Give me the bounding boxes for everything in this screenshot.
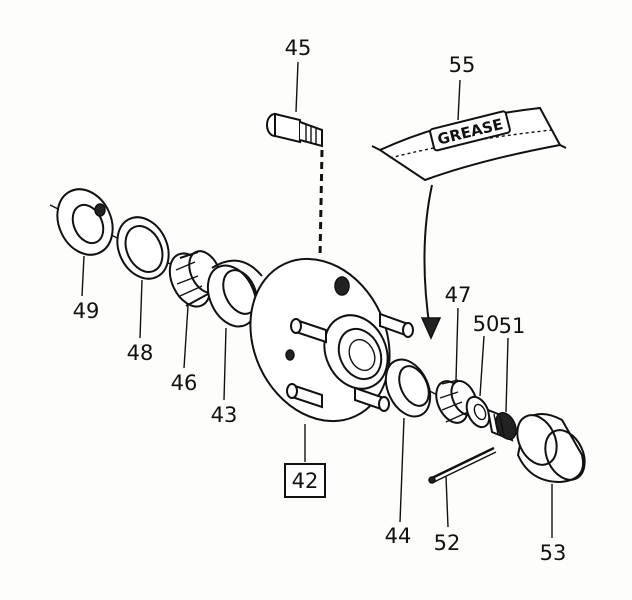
label-50: 50 xyxy=(473,312,500,336)
label-44: 44 xyxy=(385,524,412,548)
part-42-hub xyxy=(249,257,414,423)
part-49-seal xyxy=(56,188,114,256)
part-45-bolt xyxy=(266,112,323,148)
part-44-cup xyxy=(384,358,432,418)
leader-lines xyxy=(81,61,553,538)
bolt-guide-dashed xyxy=(318,149,324,259)
part-51-nut xyxy=(486,408,517,442)
label-49: 49 xyxy=(73,299,100,323)
part-52-cotter-pin xyxy=(428,446,497,484)
grease-arrow-line xyxy=(423,184,433,331)
label-45: 45 xyxy=(285,36,312,60)
label-42: 42 xyxy=(292,469,319,493)
part-48-ring xyxy=(116,216,170,280)
label-42-box xyxy=(284,463,326,498)
label-55: 55 xyxy=(449,53,476,77)
label-51: 51 xyxy=(499,314,526,338)
hub-stud xyxy=(379,312,414,338)
part-53-cap xyxy=(516,413,586,484)
label-48: 48 xyxy=(127,341,154,365)
hub-stud xyxy=(354,386,390,412)
grease-label-box xyxy=(429,110,511,152)
part-46-bearing xyxy=(168,250,222,308)
label-52: 52 xyxy=(434,531,461,555)
label-46: 46 xyxy=(171,371,198,395)
hub-stud xyxy=(290,318,327,344)
label-47: 47 xyxy=(445,283,472,307)
hub-bolt-hole xyxy=(285,349,295,361)
label-53: 53 xyxy=(540,541,567,565)
part-43-cup xyxy=(206,259,263,328)
hub-bolt-hole xyxy=(334,276,350,296)
grease-arrow-head xyxy=(420,317,442,340)
label-43: 43 xyxy=(211,403,238,427)
part-50-washer xyxy=(465,395,491,429)
part-55-grease-packet: GREASE xyxy=(371,106,567,182)
hub-stud xyxy=(286,383,323,409)
